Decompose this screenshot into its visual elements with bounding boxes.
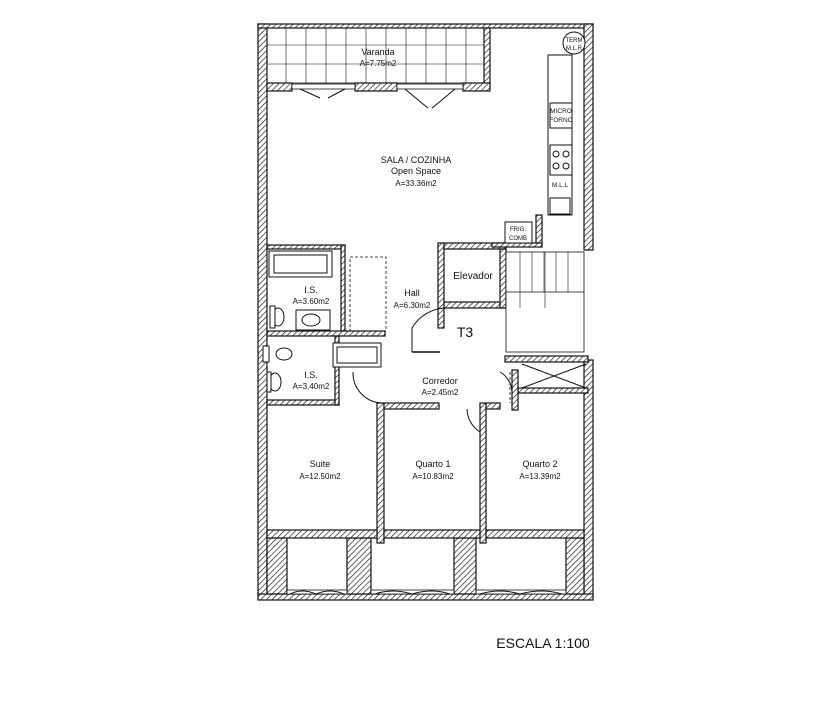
quarto2-name: Quarto 2 [522,459,557,469]
appliance-labels: TERM M.L.R MICRO FORNO M.L.L FRIG. COMB [509,38,583,242]
micro-label-2: FORNO [549,117,572,124]
varanda-name: Varanda [361,47,394,57]
bathroom-fixtures [262,250,382,393]
quarto1-area: A=10.83m2 [412,472,454,481]
quarto2-area: A=13.39m2 [519,472,561,481]
mll-label: M.L.L [552,182,569,189]
interior-walls [266,214,589,544]
corredor-name: Corredor [422,376,458,386]
hall-area: A=6.30m2 [394,301,431,310]
doors-and-windows [286,83,567,595]
is1-area: A=3.60m2 [293,297,330,306]
frig-label-2: COMB [509,236,527,242]
is1-name: I.S. [304,285,318,295]
exterior-walls [257,23,594,601]
frig-label-1: FRIG. [510,227,526,233]
staircase [505,251,587,389]
kitchen-counter [504,31,586,244]
term-label-1: TERM [566,38,583,44]
room-labels: Varanda A=7.75m2 SALA / COZINHA Open Spa… [293,47,561,481]
scale-label: ESCALA 1:100 [496,635,590,651]
balcony-tile-grid [265,26,489,84]
hall-name: Hall [404,288,420,298]
suite-name: Suite [310,459,331,469]
typology-label: T3 [457,324,474,340]
is2-name: I.S. [304,370,318,380]
sala-sub: Open Space [391,166,441,176]
micro-label-1: MICRO [550,108,572,115]
sala-area: A=33.36m2 [395,179,437,188]
corredor-area: A=2.45m2 [422,388,459,397]
term-label-2: M.L.R [566,46,583,52]
suite-area: A=12.50m2 [299,472,341,481]
sala-name: SALA / COZINHA [381,155,452,165]
quarto1-name: Quarto 1 [415,459,450,469]
is2-area: A=3.40m2 [293,382,330,391]
varanda-area: A=7.75m2 [360,59,397,68]
elevador-label: Elevador [453,271,493,282]
